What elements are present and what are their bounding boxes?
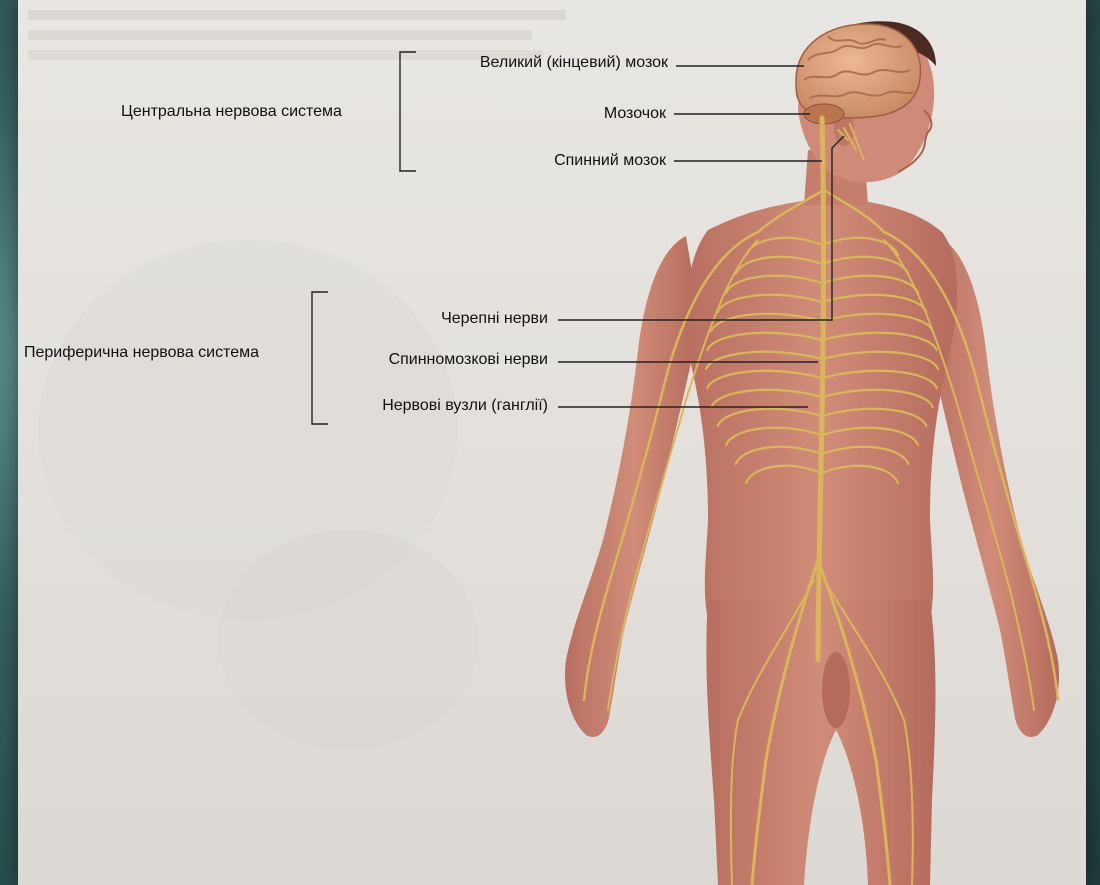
label-cranial-nerves: Черепні нерви bbox=[441, 309, 548, 329]
label-cerebrum: Великий (кінцевий) мозок bbox=[480, 53, 668, 73]
textbook-page: Центральна нервова система Великий (кінц… bbox=[18, 0, 1086, 885]
peripheral-group-label: Периферична нервова система bbox=[24, 343, 259, 363]
nervous-system-illustration bbox=[18, 0, 1086, 885]
central-group-label: Центральна нервова система bbox=[121, 102, 342, 122]
label-ganglia: Нервові вузли (ганглії) bbox=[382, 396, 548, 416]
label-cerebellum: Мозочок bbox=[604, 104, 666, 124]
label-spinal-nerves: Спинномозкові нерви bbox=[389, 350, 548, 370]
central-bracket bbox=[400, 52, 416, 171]
label-spinal-cord: Спинний мозок bbox=[554, 151, 666, 171]
